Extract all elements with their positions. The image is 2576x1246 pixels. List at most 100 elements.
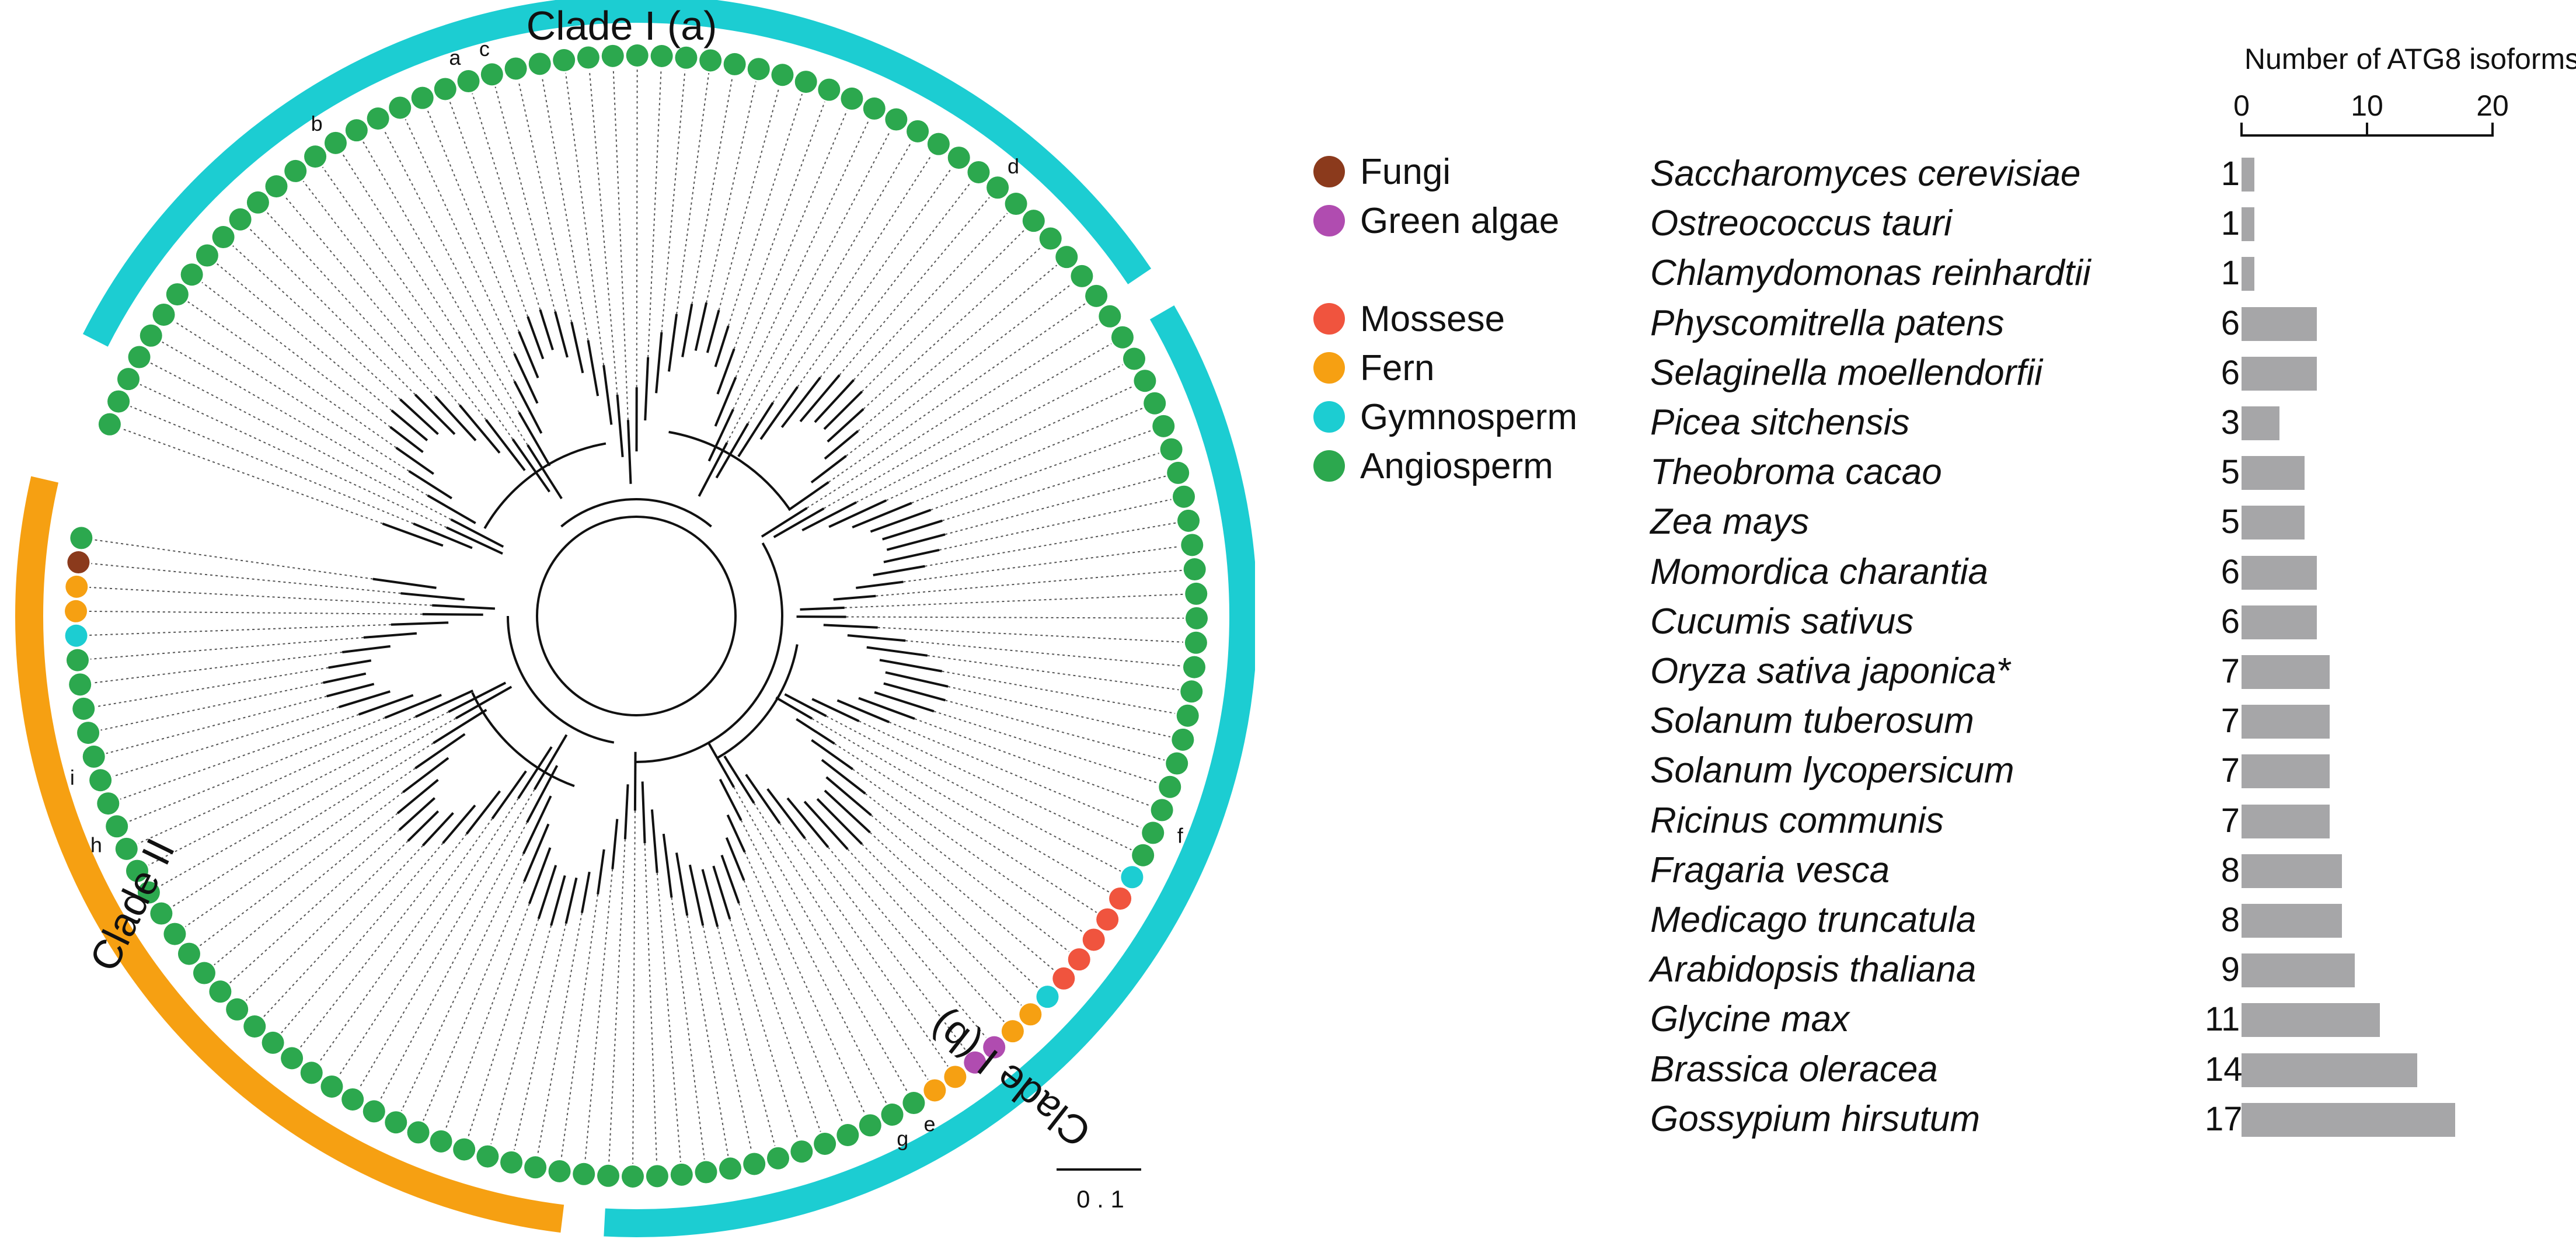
isoform-count: 1 — [2221, 155, 2240, 193]
tip-dot — [1099, 305, 1121, 328]
tree-branch — [836, 699, 890, 723]
leader-line — [91, 563, 401, 594]
tip-dot — [601, 44, 624, 67]
tip-dot — [794, 71, 817, 93]
tree-branch — [391, 409, 428, 441]
isoform-count: 17 — [2205, 1099, 2243, 1138]
tip-letter: b — [311, 112, 323, 135]
species-name: Selaginella moellendorfii — [1650, 352, 2043, 393]
tree-branch — [824, 789, 871, 834]
legend-swatch — [1313, 156, 1345, 187]
tip-dot — [987, 176, 1009, 199]
tip-dot — [72, 697, 95, 720]
tree-branch — [517, 746, 553, 799]
leader-line — [281, 843, 444, 1033]
isoform-bar — [2242, 158, 2254, 192]
leader-line — [869, 831, 1039, 989]
leader-line — [584, 869, 614, 1161]
isoform-count: 11 — [2205, 1000, 2240, 1039]
tip-dot — [818, 78, 841, 101]
leader-line — [647, 68, 662, 357]
tree-branch — [414, 733, 466, 770]
isoform-bar — [2242, 356, 2317, 391]
species-name: Ricinus communis — [1650, 800, 1944, 841]
leader-line — [877, 627, 1183, 643]
tip-dot — [77, 722, 100, 744]
tip-dot — [1001, 1020, 1024, 1043]
isoform-bar — [2242, 804, 2330, 838]
leader-line — [733, 786, 908, 1092]
tree-internal-arc — [560, 497, 712, 528]
isoform-bar — [2242, 655, 2330, 689]
leader-line — [341, 153, 528, 446]
x-tick-label: 20 — [2476, 89, 2509, 122]
tree-branch — [511, 438, 550, 493]
tree-branch — [326, 683, 375, 698]
tip-dot — [1096, 908, 1119, 931]
tip-dot — [1055, 246, 1078, 269]
tip-dot — [1183, 656, 1205, 678]
leader-line — [246, 840, 409, 1001]
legend-item: Gymnosperm — [1313, 392, 1577, 441]
tree-branch — [759, 386, 799, 440]
leader-line — [726, 130, 891, 443]
leader-line — [743, 880, 843, 1124]
tree-branch — [701, 869, 719, 927]
tip-dot — [859, 1114, 881, 1137]
leader-line — [467, 918, 539, 1137]
leader-line — [828, 302, 1086, 483]
tip-dot — [137, 881, 160, 904]
legend-item: Green algae — [1313, 196, 1559, 245]
tree-branch — [650, 809, 658, 873]
tree-internal-arc — [507, 615, 615, 744]
tree-branch — [644, 357, 650, 421]
tree-branch — [707, 409, 734, 462]
isoform-bar — [2242, 1102, 2455, 1137]
tip-dot — [229, 208, 252, 231]
leader-line — [284, 196, 461, 406]
tree-branch — [372, 577, 437, 589]
leader-line — [661, 70, 686, 333]
leader-line — [747, 142, 912, 424]
isoform-bar — [2242, 953, 2355, 988]
tip-dot — [430, 1130, 452, 1153]
tip-dot — [1151, 799, 1173, 822]
tree-branch — [667, 314, 678, 372]
leader-line — [947, 685, 1171, 737]
tree-branch — [874, 691, 935, 713]
tip-dot — [670, 1163, 693, 1186]
tip-dot — [1068, 948, 1090, 971]
tip-dot — [304, 145, 327, 168]
leader-line — [588, 70, 618, 395]
species-name: Solanum lycopersicum — [1650, 750, 2014, 791]
tree-branch — [799, 374, 841, 423]
tip-dot — [1005, 193, 1027, 215]
tree-branch — [539, 309, 554, 350]
tip-dot — [300, 1061, 323, 1084]
leader-line — [263, 845, 424, 1018]
isoform-bar — [2242, 506, 2305, 540]
tree-root-ring — [536, 516, 737, 716]
isoform-count: 1 — [2221, 204, 2240, 243]
tip-dot — [524, 1156, 547, 1179]
legend-swatch — [1313, 401, 1345, 433]
leader-line — [870, 815, 1055, 971]
isoform-count: 1 — [2221, 254, 2240, 293]
tree-branch — [694, 302, 708, 351]
tree-branch — [885, 671, 949, 688]
tree-branch — [823, 624, 878, 629]
tip-dot — [115, 837, 138, 860]
isoform-bar — [2242, 754, 2330, 789]
leader-line — [706, 81, 757, 303]
tree-internal-arc — [668, 430, 790, 510]
tree-branch — [611, 819, 619, 869]
tree-branch — [633, 751, 637, 811]
tree-branch — [446, 526, 503, 555]
tree-branch — [382, 522, 444, 547]
tree-branch — [414, 394, 456, 435]
tree-branch — [448, 681, 507, 714]
